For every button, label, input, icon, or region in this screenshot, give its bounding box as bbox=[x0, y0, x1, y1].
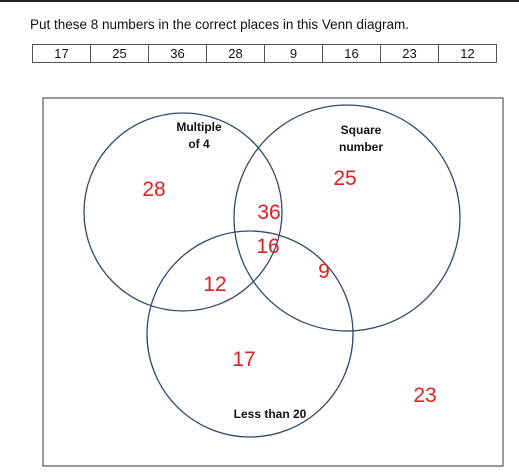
set-label-bottom: Less than 20 bbox=[234, 407, 307, 421]
answer-outside: 23 bbox=[413, 384, 436, 407]
number-cell: 17 bbox=[33, 45, 91, 62]
answer-right-bottom: 9 bbox=[318, 260, 330, 283]
set-label-left-line1: Multiple bbox=[176, 120, 222, 134]
answer-left-bottom: 12 bbox=[203, 273, 226, 296]
answer-right-only: 25 bbox=[333, 167, 356, 190]
number-list: 17 25 36 28 9 16 23 12 bbox=[32, 44, 497, 63]
number-cell: 12 bbox=[460, 46, 475, 61]
answer-all-three: 16 bbox=[256, 235, 279, 258]
number-cell: 25 bbox=[91, 45, 149, 62]
question-text: Put these 8 numbers in the correct place… bbox=[30, 17, 409, 32]
set-circle-square-number bbox=[233, 104, 461, 332]
top-divider bbox=[0, 0, 519, 2]
number-cell: 28 bbox=[207, 45, 265, 62]
answer-bottom-only: 17 bbox=[232, 348, 255, 371]
set-label-right-line2: number bbox=[339, 140, 383, 154]
set-label-right-line1: Square bbox=[341, 123, 382, 137]
number-cell: 36 bbox=[149, 45, 207, 62]
set-label-left-line2: of 4 bbox=[188, 137, 210, 151]
answer-left-only: 28 bbox=[142, 178, 165, 201]
number-cell: 23 bbox=[381, 45, 439, 62]
universal-set-frame bbox=[42, 97, 504, 467]
answer-left-right: 36 bbox=[257, 201, 280, 224]
set-circle-less-than-20 bbox=[146, 230, 354, 438]
number-cell: 9 bbox=[265, 45, 323, 62]
number-cell: 16 bbox=[323, 45, 381, 62]
set-circle-multiple-of-4 bbox=[83, 112, 283, 312]
